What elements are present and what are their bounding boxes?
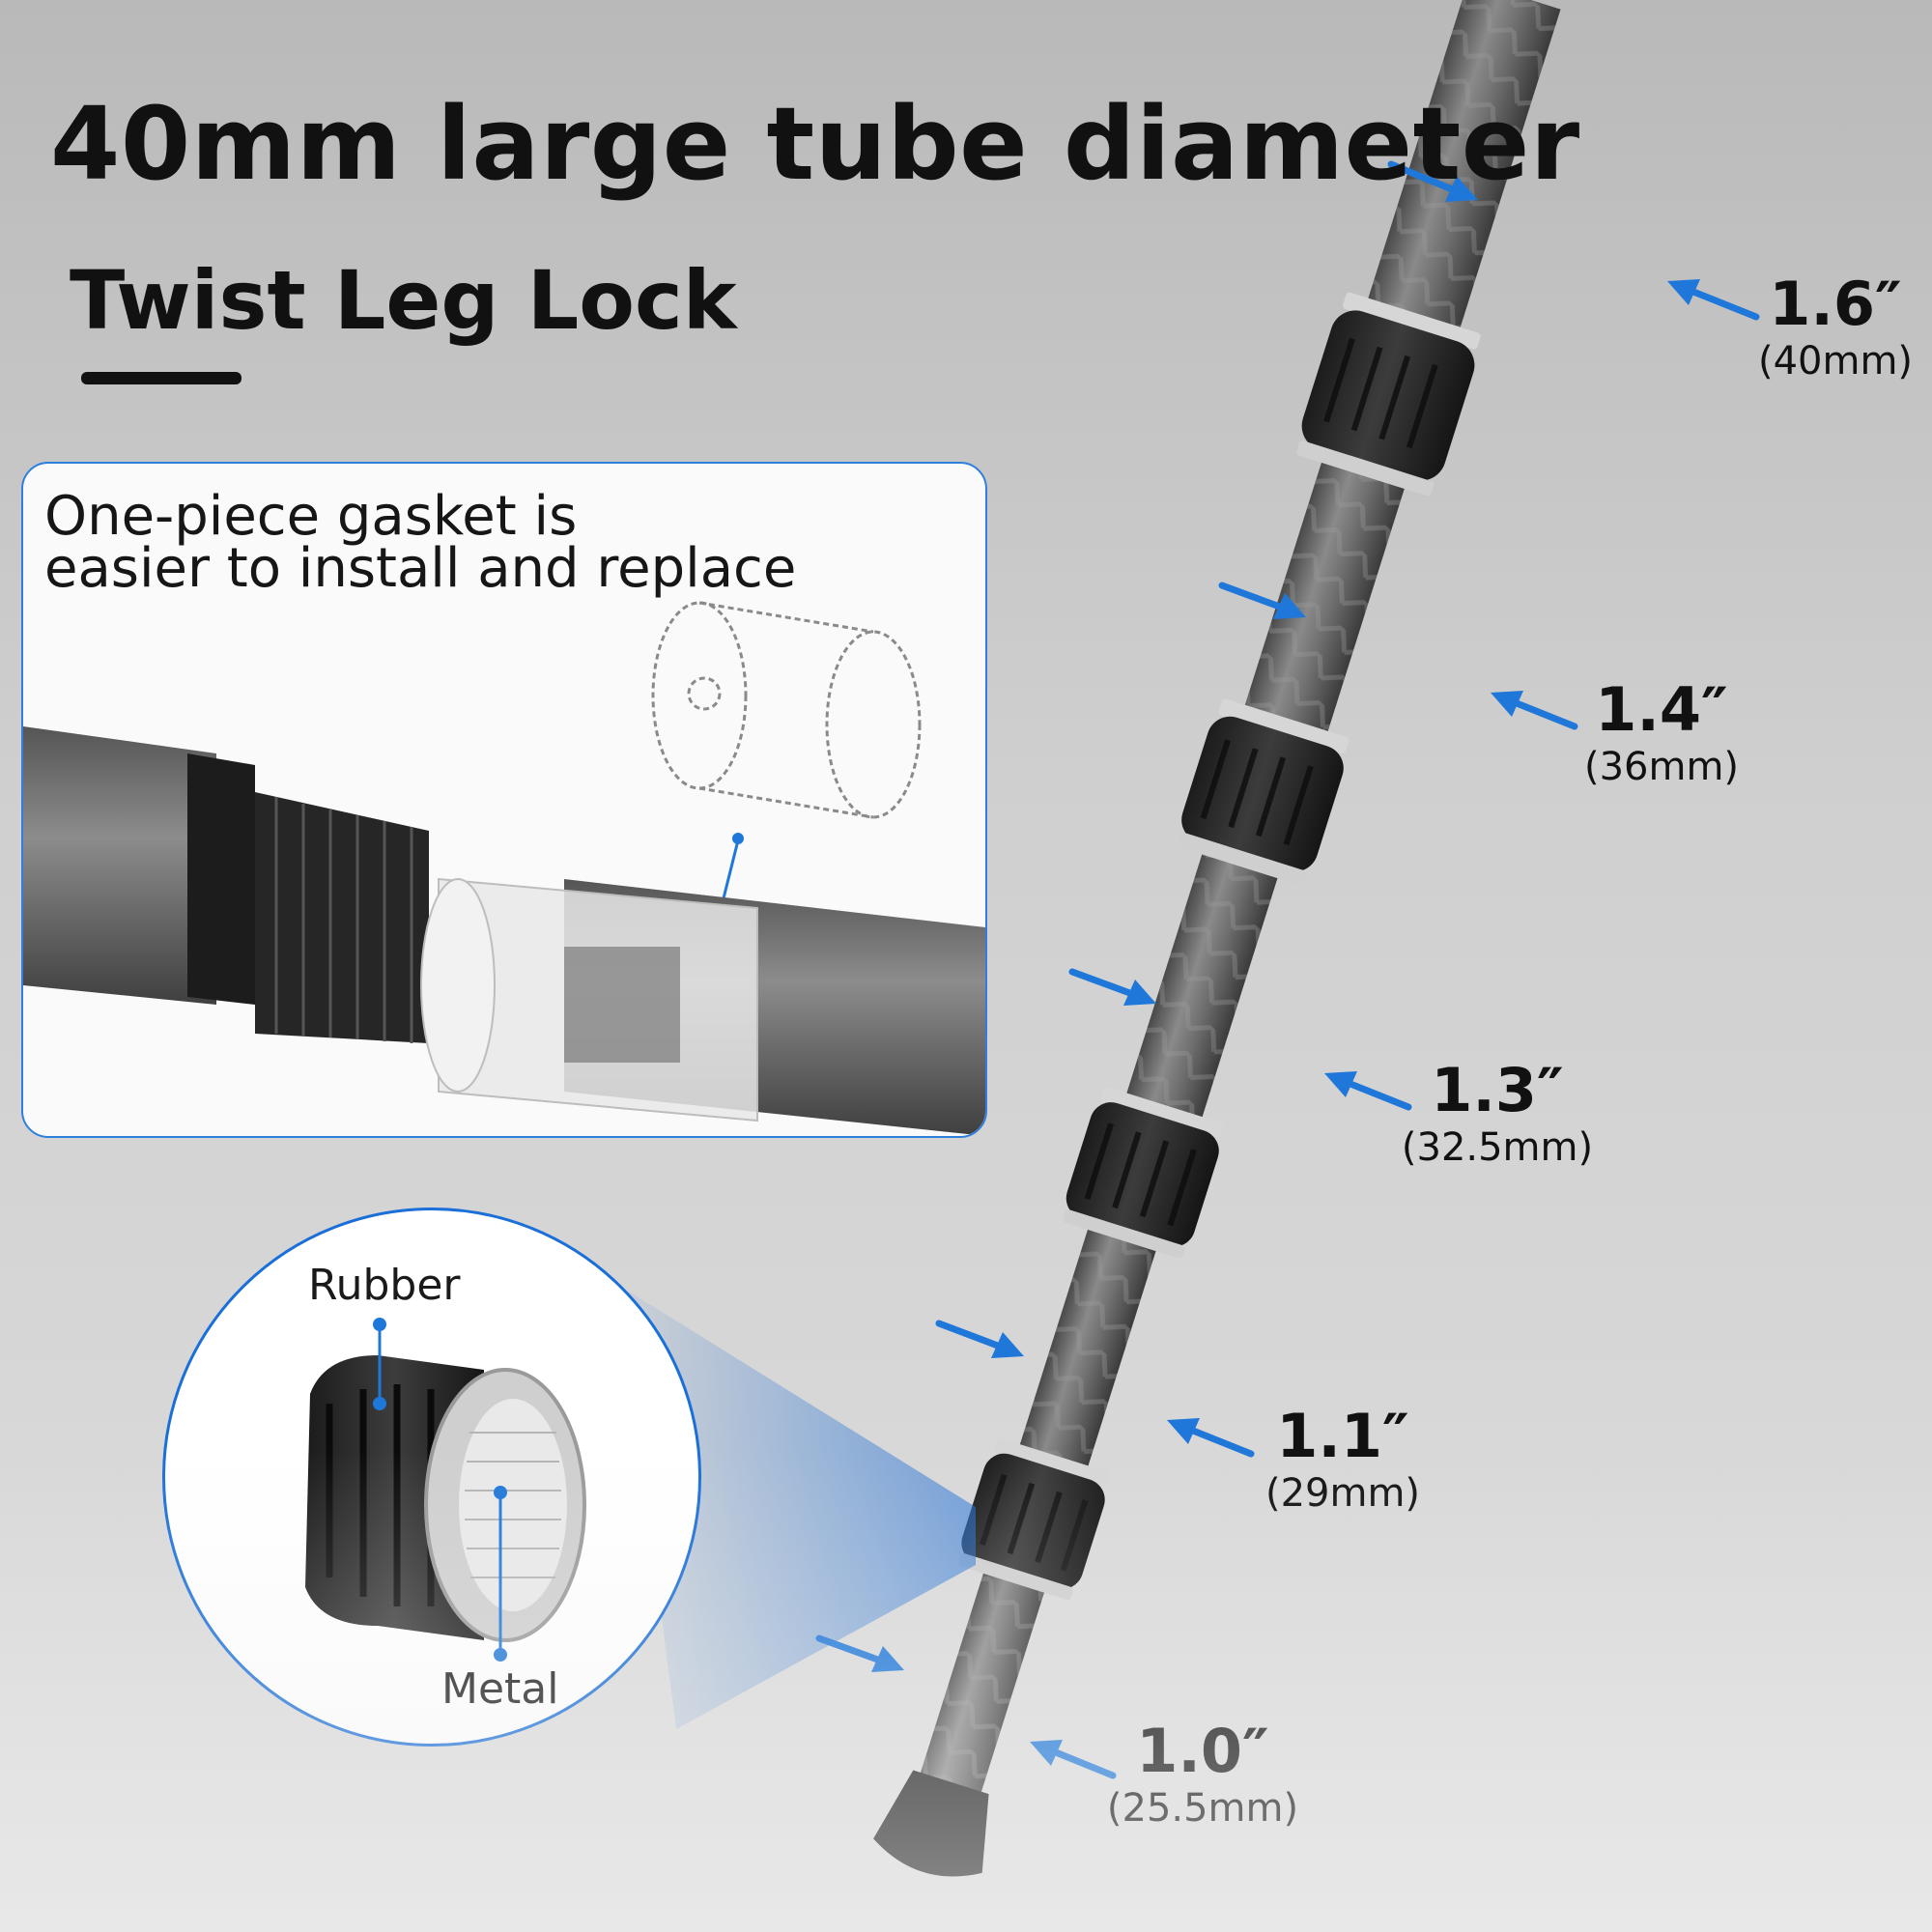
dimension-inch: 1.0″ (1136, 1716, 1269, 1786)
zoom-cone (618, 1285, 976, 1729)
dimension-mm: (36mm) (1583, 745, 1740, 789)
dimension-inch: 1.3″ (1431, 1055, 1564, 1125)
dimension-label-3: 1.3″ (32.5mm) (1391, 1055, 1604, 1170)
twist-lock-closeup (305, 1318, 586, 1662)
dimension-mm: (25.5mm) (1106, 1786, 1299, 1831)
subheadline: Twist Leg Lock (70, 253, 737, 348)
dimension-inch: 1.1″ (1276, 1401, 1409, 1471)
dimension-inch: 1.4″ (1595, 674, 1728, 745)
subheadline-underline (81, 372, 242, 384)
gasket-description: One-piece gasket is easier to install an… (44, 485, 914, 600)
dimension-label-2: 1.4″ (36mm) (1575, 674, 1748, 789)
measurement-arrows (815, 160, 1760, 1779)
gasket-description-line-2: easier to install and replace (44, 537, 797, 600)
headline: 40mm large tube diameter (50, 85, 1580, 203)
dimension-inch: 1.6″ (1769, 269, 1902, 339)
gasket-description-line-1: One-piece gasket is (44, 485, 578, 548)
twist-lock-zoom: Rubber Metal (162, 1208, 701, 1747)
rubber-callout: Rubber (308, 1261, 461, 1310)
dimension-label-5: 1.0″ (25.5mm) (1096, 1716, 1309, 1831)
gasket-detail-card: One-piece gasket is easier to install an… (21, 462, 987, 1138)
twist-lock-4 (958, 1437, 1110, 1601)
dimension-label-1: 1.6″ (40mm) (1758, 269, 1913, 384)
dimension-mm: (32.5mm) (1401, 1125, 1594, 1170)
dimension-mm: (29mm) (1264, 1471, 1421, 1516)
gasket-illustration (23, 601, 985, 1136)
dimension-label-4: 1.1″ (29mm) (1256, 1401, 1430, 1516)
dimension-mm: (40mm) (1758, 339, 1914, 384)
gasket-drawing (651, 601, 922, 819)
metal-callout: Metal (441, 1664, 559, 1714)
